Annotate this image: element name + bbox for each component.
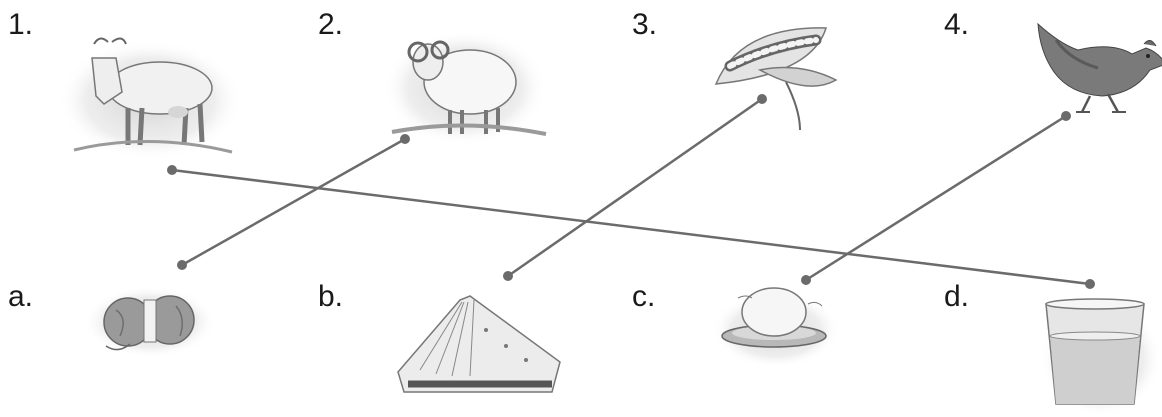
dot-b <box>503 271 513 281</box>
item-label-2: 2. <box>318 10 343 40</box>
dot-c <box>801 275 811 285</box>
item-label-a: a. <box>8 282 33 312</box>
dot-1 <box>167 165 177 175</box>
dot-a <box>177 260 187 270</box>
line-2-to-a <box>182 139 405 265</box>
silk-saree-icon <box>398 296 560 392</box>
silkworm-leaf-icon <box>716 28 836 130</box>
hen-icon <box>1038 14 1162 112</box>
line-4-to-c <box>806 116 1066 280</box>
connector-lines <box>167 94 1095 289</box>
item-label-c: c. <box>632 282 655 312</box>
item-label-b: b. <box>318 282 343 312</box>
dot-3 <box>757 94 767 104</box>
item-label-1: 1. <box>8 10 33 40</box>
dot-2 <box>400 134 410 144</box>
line-3-to-b <box>508 99 762 276</box>
cow-icon <box>58 38 242 160</box>
item-label-4: 4. <box>944 10 969 40</box>
sheep-icon <box>383 30 547 146</box>
wool-ball-icon <box>84 286 216 358</box>
item-label-3: 3. <box>632 10 657 40</box>
item-label-d: d. <box>944 282 969 312</box>
milk-glass-icon <box>1040 299 1162 417</box>
dot-d <box>1085 279 1095 289</box>
egg-plate-icon <box>712 288 840 368</box>
dot-4 <box>1061 111 1071 121</box>
